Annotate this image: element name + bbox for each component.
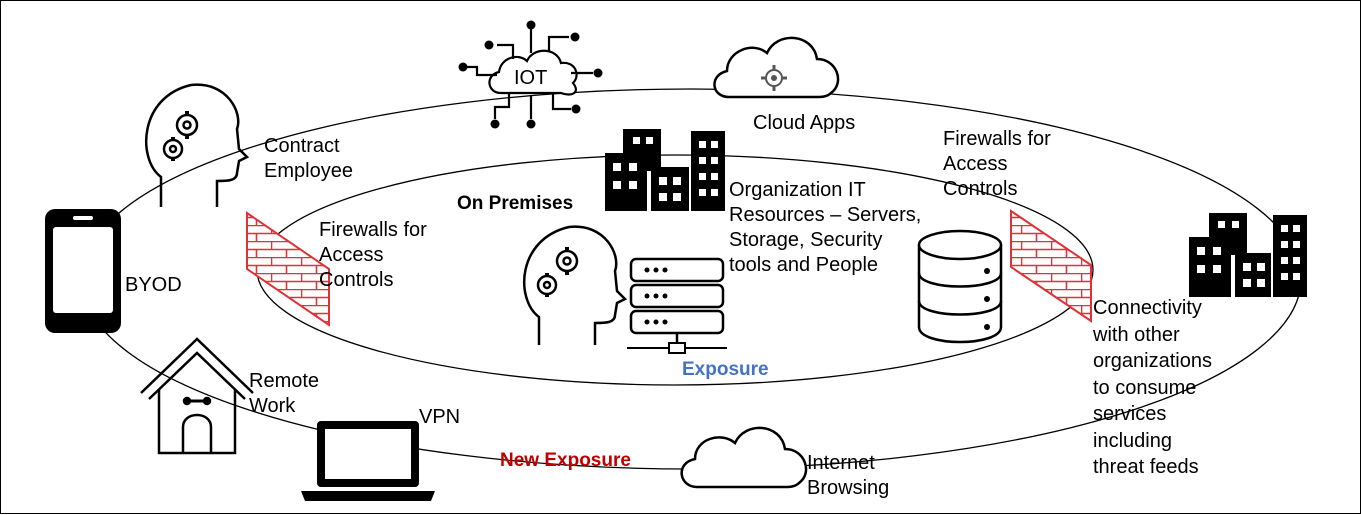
- cloud-apps-label: Cloud Apps: [753, 112, 856, 134]
- firewalls-outer-label: Firewalls for Access Controls: [943, 128, 1051, 200]
- cloud-apps-icon: [713, 36, 840, 99]
- new-exposure-label: New Exposure: [500, 450, 631, 471]
- partner-buildings-icon: [1189, 213, 1307, 297]
- employee-head-icon: [523, 225, 628, 345]
- contract-employee-head-icon: [144, 83, 250, 207]
- firewalls-inner-label: Firewalls for Access Controls: [319, 219, 427, 291]
- remote-work-label: Remote Work: [249, 370, 320, 417]
- byod-label: BYOD: [125, 274, 182, 296]
- database-icon: [917, 229, 1003, 344]
- connectivity-label: Connectivity with other organizations to…: [1093, 297, 1212, 478]
- server-rack-icon: [627, 257, 727, 354]
- smartphone-icon: [45, 209, 121, 333]
- exposure-label: Exposure: [682, 359, 769, 380]
- iot-label: IOT: [514, 67, 548, 89]
- vpn-label: VPN: [419, 406, 461, 428]
- firewall-outer-icon: [1010, 209, 1092, 323]
- contract-employee-label: Contract Employee: [264, 135, 353, 182]
- internet-browsing-label: Internet Browsing: [807, 452, 890, 499]
- internet-cloud-icon: [680, 426, 808, 489]
- iot-cloud-icon: [458, 20, 603, 129]
- on-premises-label: On Premises: [457, 193, 574, 214]
- org-it-resources-label: Organization IT Resources – Servers, Sto…: [729, 179, 922, 276]
- house-icon: [140, 337, 254, 455]
- laptop-icon: [301, 421, 435, 501]
- firewall-inner-icon: [246, 211, 330, 327]
- org-buildings-icon: [605, 129, 725, 211]
